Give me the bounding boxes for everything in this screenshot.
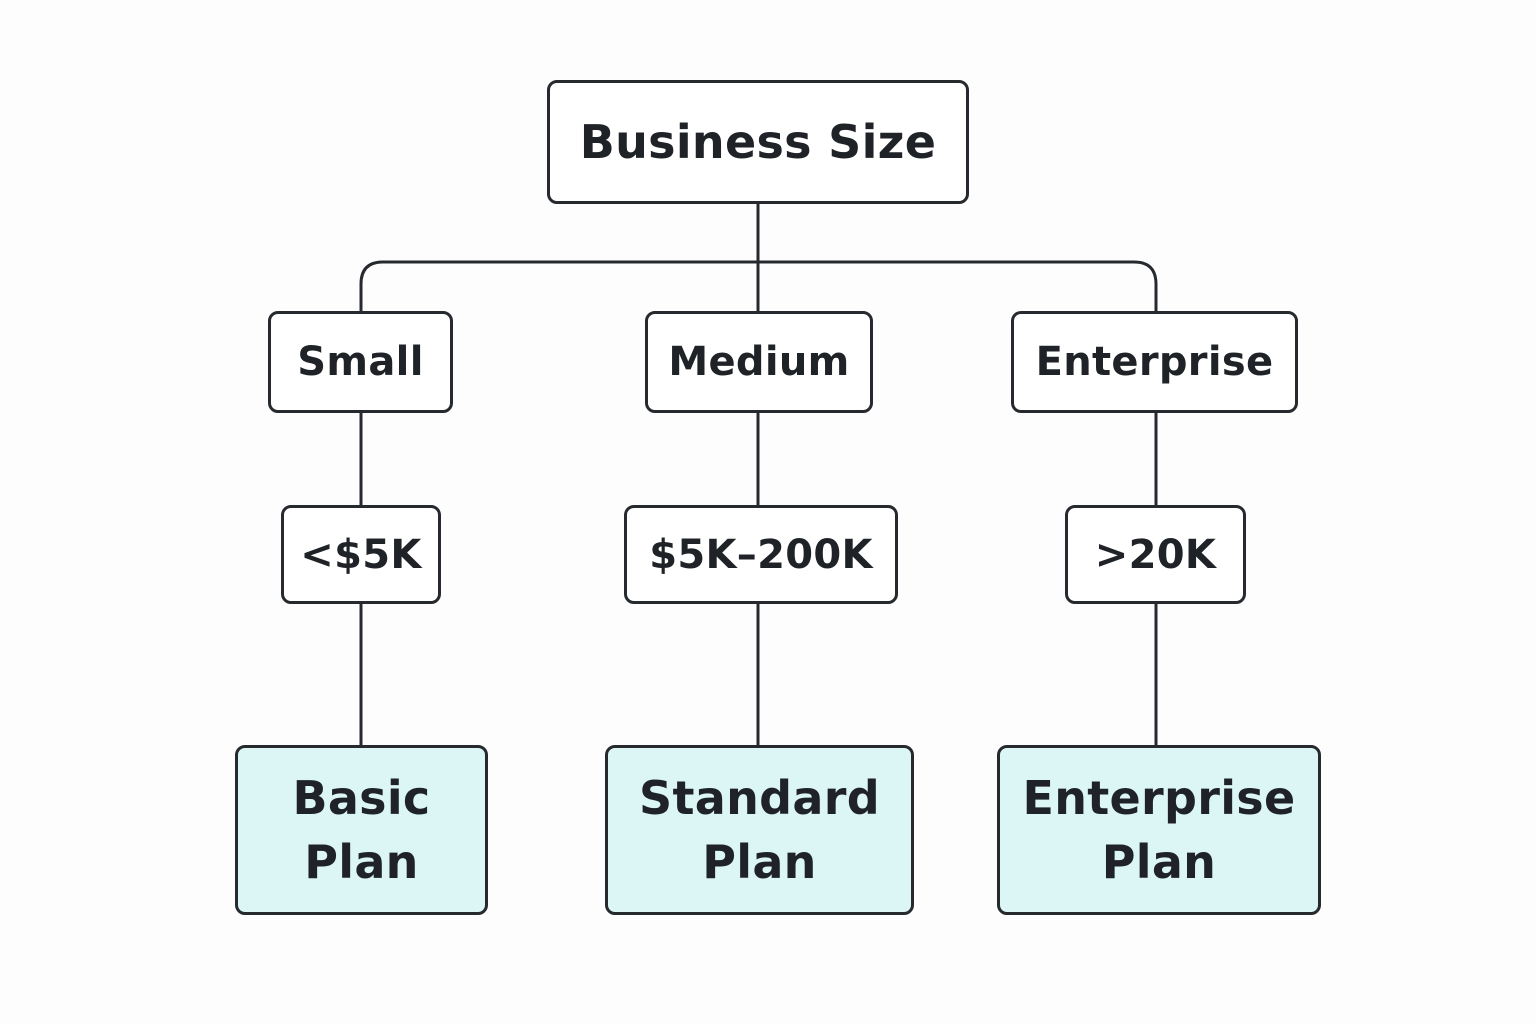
- size-label: Enterprise: [1035, 339, 1274, 385]
- range-label: $5K–200K: [649, 531, 873, 578]
- plan-node-enterprise: Enterprise Plan: [997, 745, 1321, 915]
- plan-name: Basic: [292, 771, 431, 825]
- plan-suffix: Plan: [304, 835, 419, 889]
- root-node-business-size: Business Size: [547, 80, 969, 204]
- root-label: Business Size: [579, 115, 937, 169]
- size-node-medium: Medium: [645, 311, 873, 413]
- range-node-enterprise: >20K: [1065, 505, 1246, 604]
- size-node-small: Small: [268, 311, 453, 413]
- size-node-enterprise: Enterprise: [1011, 311, 1298, 413]
- plan-suffix: Plan: [702, 835, 817, 889]
- branch-bus: [359, 260, 1158, 311]
- range-node-small: <$5K: [281, 505, 441, 604]
- size-label: Small: [297, 339, 424, 385]
- plan-node-standard: Standard Plan: [605, 745, 914, 915]
- plan-name: Enterprise: [1022, 771, 1296, 825]
- plan-name: Standard: [639, 771, 880, 825]
- plan-suffix: Plan: [1101, 835, 1217, 889]
- range-label: <$5K: [300, 531, 422, 578]
- range-label: >20K: [1094, 531, 1217, 578]
- range-node-medium: $5K–200K: [624, 505, 898, 604]
- size-label: Medium: [668, 339, 850, 385]
- plan-node-basic: Basic Plan: [235, 745, 488, 915]
